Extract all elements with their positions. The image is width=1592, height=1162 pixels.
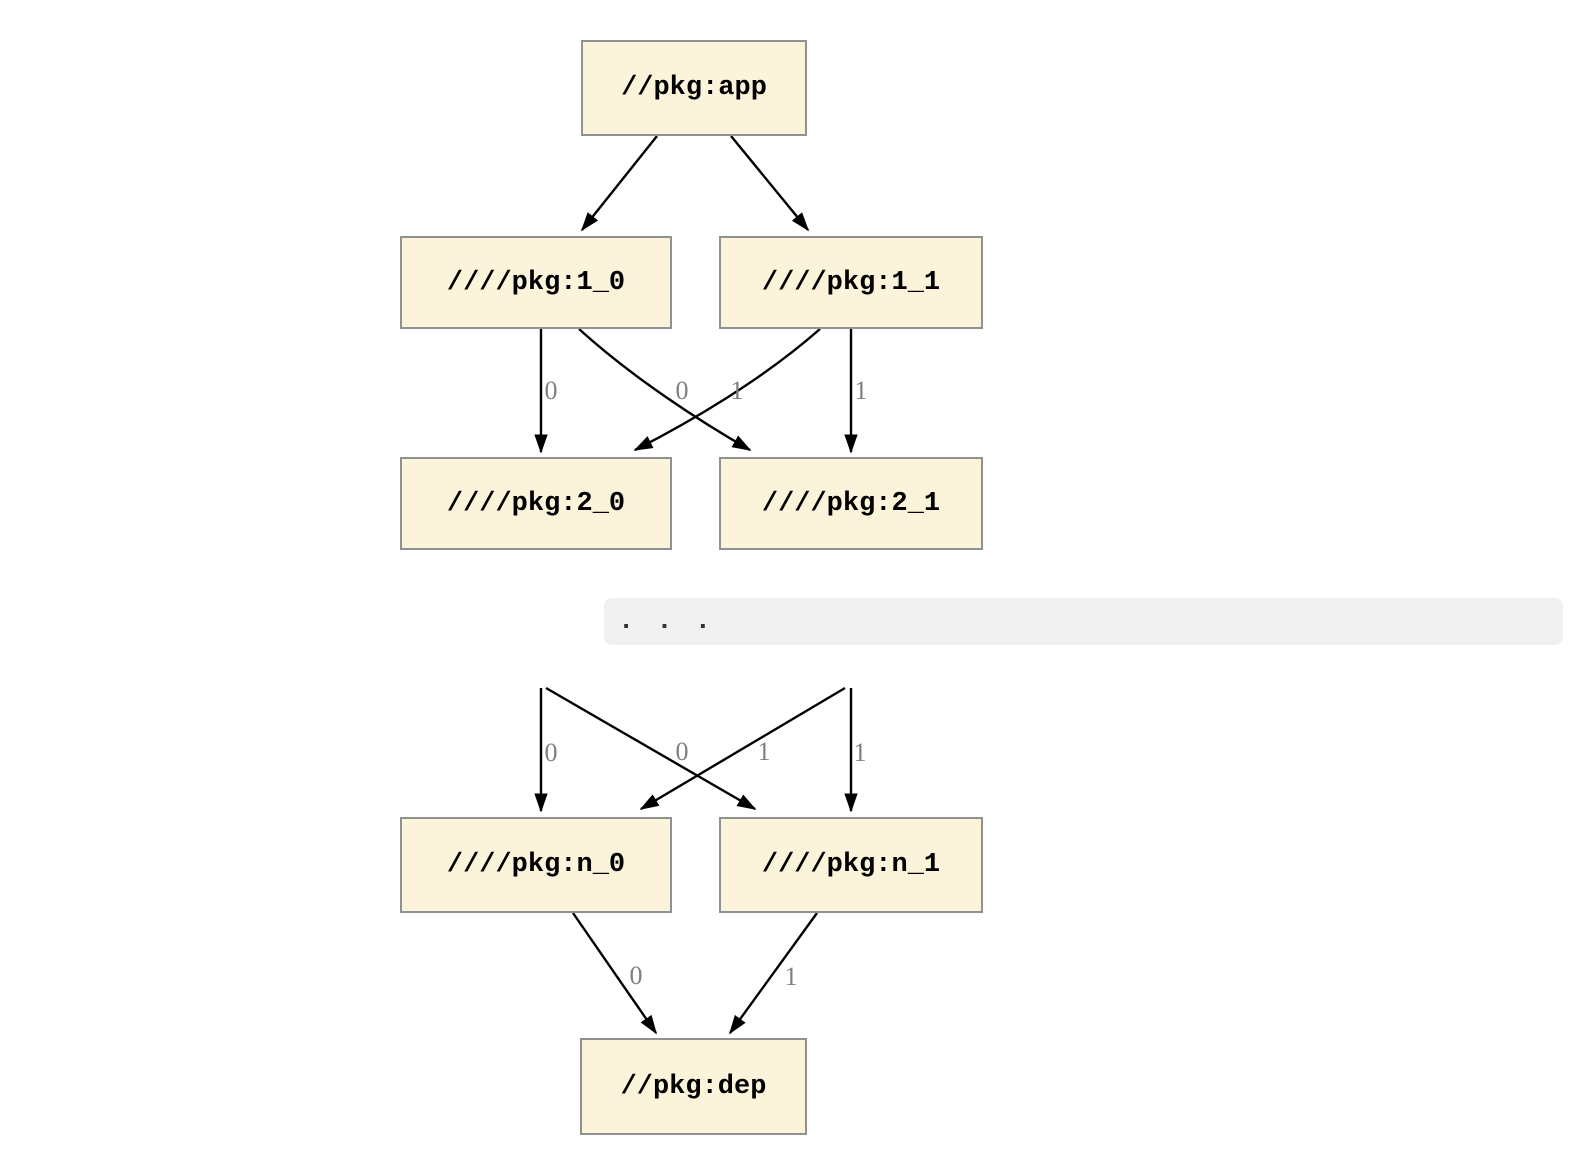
edge-1_0-to-2_1 [578,328,752,452]
edge-ellipsis-to-n_0-cross [639,686,846,811]
node-pkg-app-label: //pkg:app [621,73,767,103]
edge-label-n_1-dep: 1 [784,962,798,991]
ellipsis-separator: . . . [604,598,1563,645]
edge-label-ellipsis-n_1-cross: 1 [757,737,771,766]
node-pkg-2_1: ////pkg:2_1 [719,457,983,550]
edge-label-1_1-2_0: 0 [675,376,689,405]
node-pkg-app: //pkg:app [581,40,807,136]
edge-label-n_0-dep: 0 [629,961,643,990]
node-pkg-1_1: ////pkg:1_1 [719,236,983,329]
edge-label-ellipsis-n_1-straight: 1 [853,738,867,767]
node-pkg-2_0: ////pkg:2_0 [400,457,672,550]
edge-app-to-1_0 [580,135,658,232]
edge-n_0-to-dep [572,912,657,1035]
node-pkg-n_1-label: ////pkg:n_1 [761,850,941,880]
node-pkg-n_0: ////pkg:n_0 [400,817,672,913]
node-pkg-n_1: ////pkg:n_1 [719,817,983,913]
node-pkg-1_0-label: ////pkg:1_0 [446,267,626,298]
node-pkg-dep-label: //pkg:dep [620,1071,767,1102]
edge-app-to-1_1 [730,135,810,232]
edge-n_1-to-dep [729,912,818,1035]
node-pkg-n_0-label: ////pkg:n_0 [446,850,626,880]
edge-label-ellipsis-n_0-cross: 0 [675,737,689,766]
edge-label-1_0-2_1: 1 [730,376,744,405]
edge-label-ellipsis-n_0-straight: 0 [544,738,558,767]
node-pkg-dep: //pkg:dep [580,1038,807,1135]
node-pkg-1_1-label: ////pkg:1_1 [761,267,941,298]
node-pkg-1_0: ////pkg:1_0 [400,236,672,329]
edge-ellipsis-to-n_1-cross [545,686,757,811]
ellipsis-text: . . . [618,606,715,637]
edge-label-1_0-2_0: 0 [544,376,558,405]
node-pkg-2_1-label: ////pkg:2_1 [761,488,941,519]
node-pkg-2_0-label: ////pkg:2_0 [446,488,626,519]
edge-1_1-to-2_0 [633,328,821,452]
edge-label-1_1-2_1: 1 [854,376,868,405]
